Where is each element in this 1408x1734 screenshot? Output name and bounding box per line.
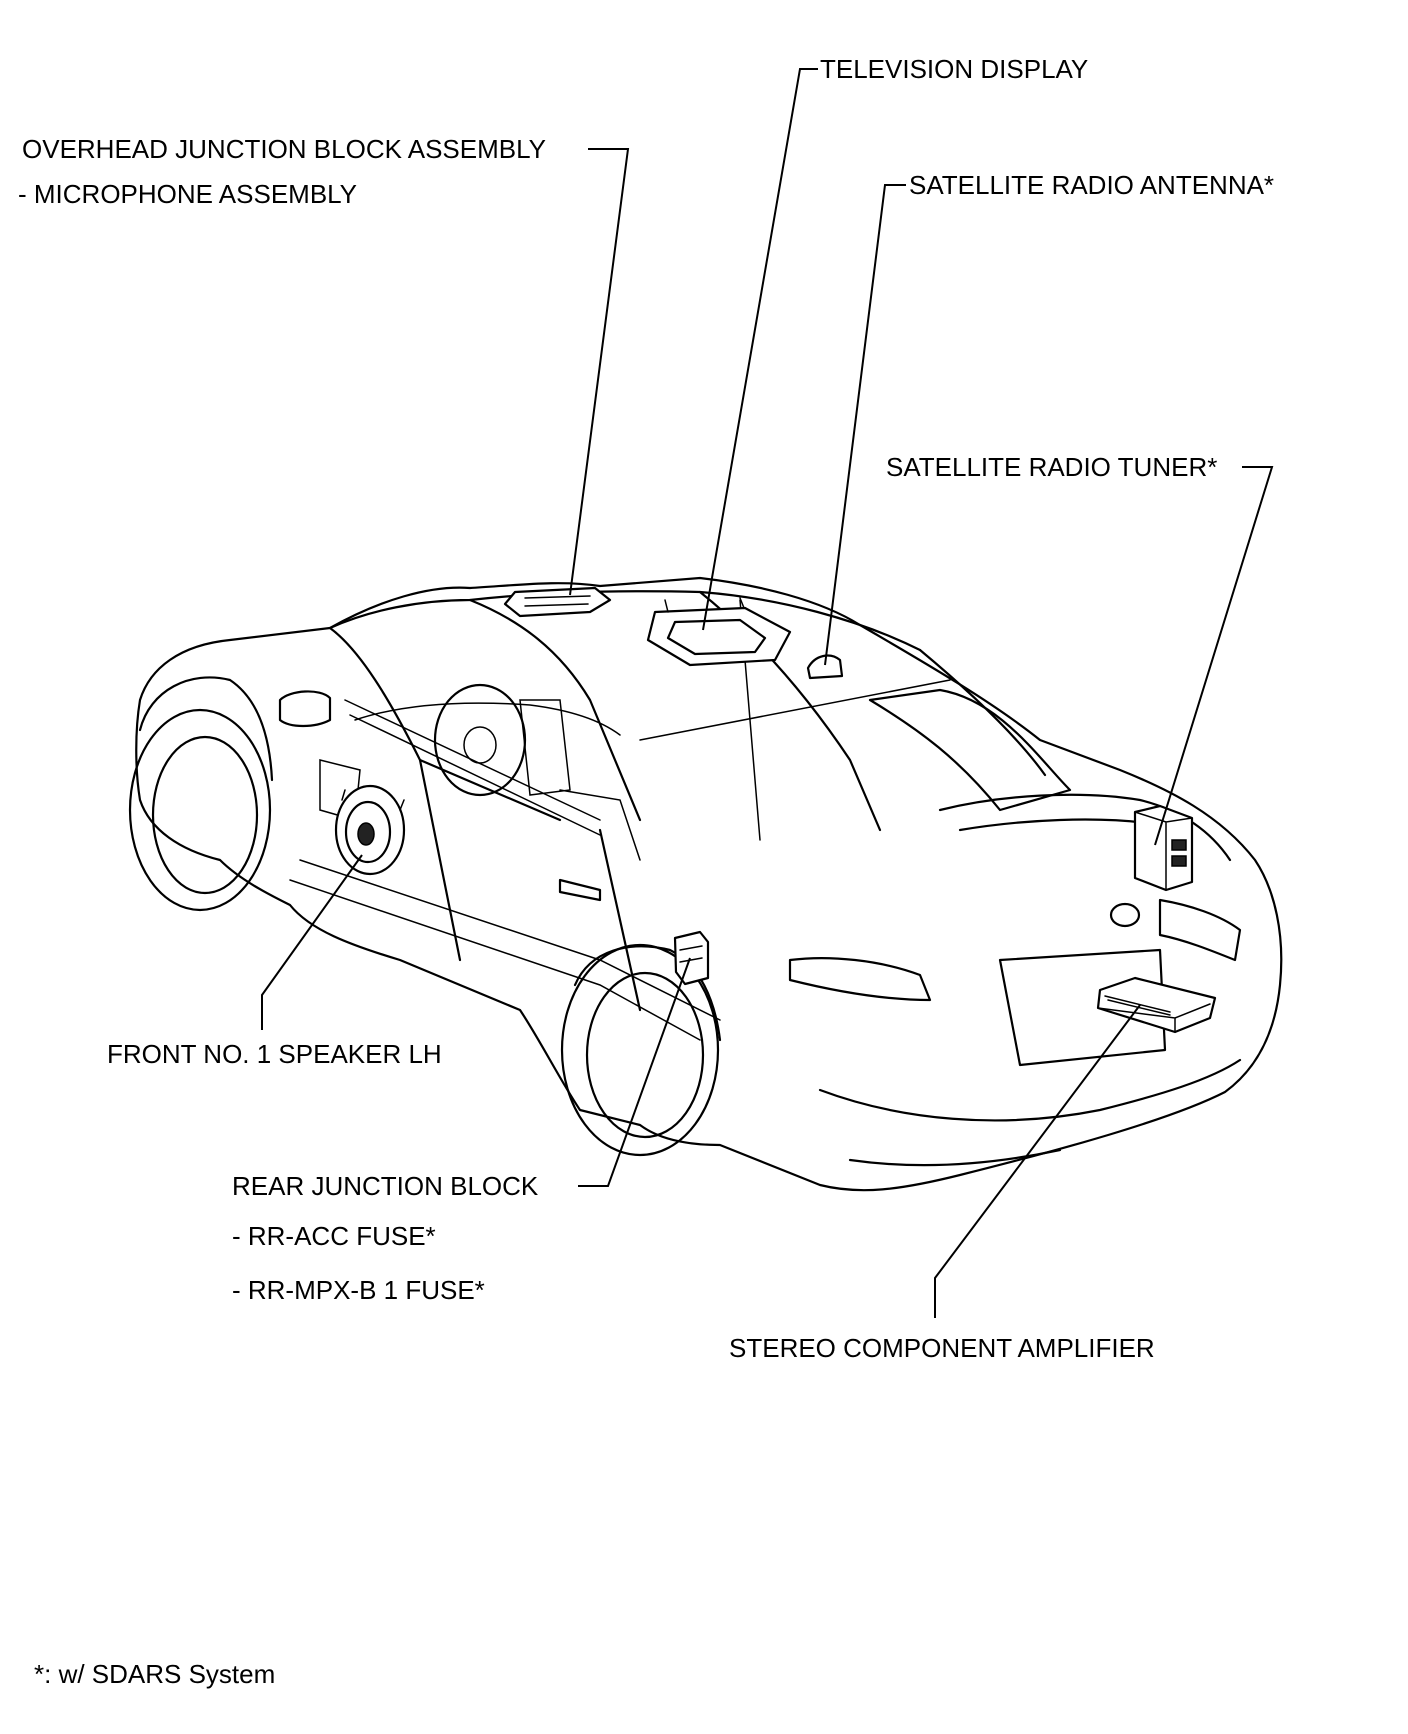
television-display-part [646, 597, 792, 667]
stereo-amplifier-part [1096, 976, 1217, 1034]
leader-lines [261, 68, 1274, 1318]
label-rr-mpx-fuse: - RR-MPX-B 1 FUSE* [232, 1275, 485, 1305]
label-satellite-radio-tuner: SATELLITE RADIO TUNER* [886, 452, 1217, 482]
label-television-display: TELEVISION DISPLAY [820, 54, 1088, 84]
rear-junction-block-part [673, 930, 710, 986]
satellite-radio-tuner-part [1133, 804, 1194, 892]
label-microphone-assembly: - MICROPHONE ASSEMBLY [18, 179, 357, 209]
overhead-junction-block-part [503, 586, 612, 618]
label-rr-acc-fuse: - RR-ACC FUSE* [232, 1221, 436, 1251]
label-front-speaker-lh: FRONT NO. 1 SPEAKER LH [107, 1039, 442, 1069]
label-stereo-component-amplifier: STEREO COMPONENT AMPLIFIER [729, 1333, 1155, 1363]
label-satellite-radio-antenna: SATELLITE RADIO ANTENNA* [909, 170, 1274, 200]
vehicle-outline [128, 576, 1283, 1192]
satellite-radio-antenna-part [806, 654, 844, 680]
label-overhead-junction-block: OVERHEAD JUNCTION BLOCK ASSEMBLY [22, 134, 546, 164]
footnote: *: w/ SDARS System [34, 1659, 275, 1689]
label-rear-junction-block: REAR JUNCTION BLOCK [232, 1171, 539, 1201]
front-speaker-part [334, 784, 406, 876]
